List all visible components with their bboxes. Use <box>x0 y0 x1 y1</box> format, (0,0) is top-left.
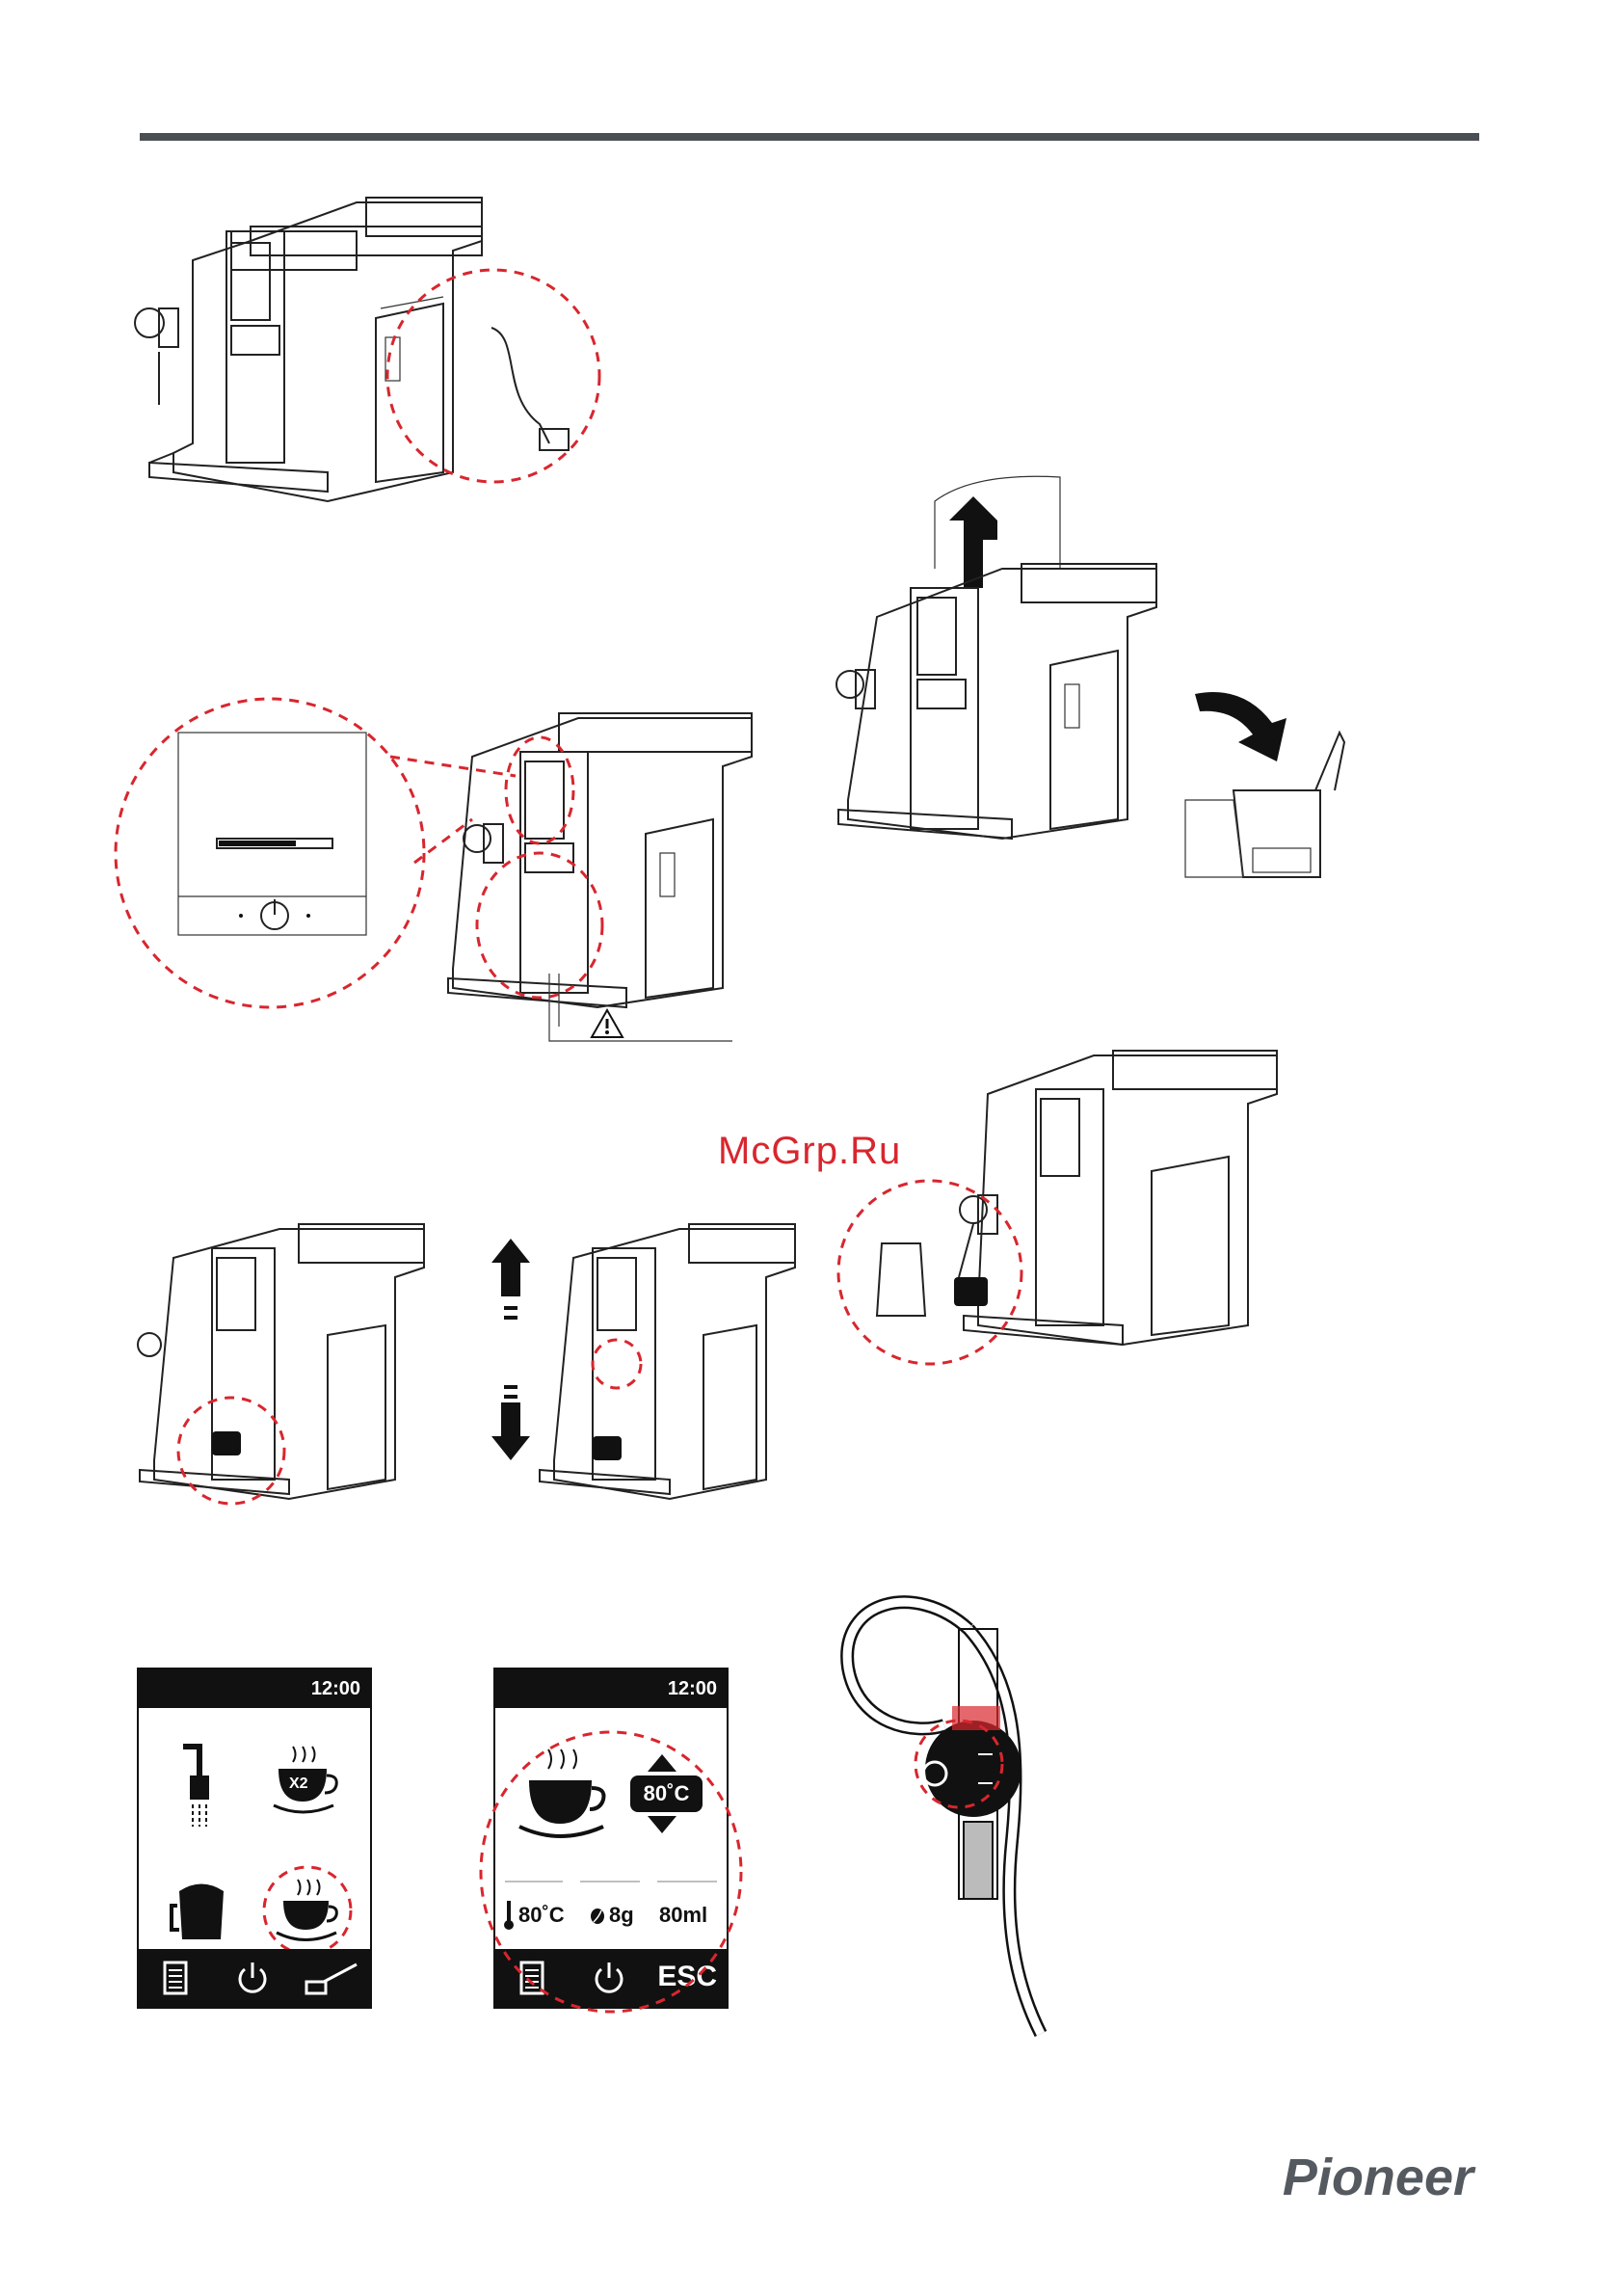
spoon-icon[interactable] <box>303 1962 360 1995</box>
top-rule <box>140 133 1479 141</box>
steam-nozzle-icon[interactable] <box>175 1742 214 1829</box>
display-screen-main-menu: 12:00 X2 <box>137 1668 372 2009</box>
steam-wand-knob-illustration <box>838 1590 1070 2043</box>
steam-milk-illustration <box>834 1036 1296 1383</box>
cup-placement-illustration <box>135 1219 443 1508</box>
machine-power-plug-illustration <box>135 183 636 511</box>
single-cup-icon[interactable] <box>259 1862 356 1959</box>
menu-icon[interactable] <box>163 1961 188 1995</box>
milk-jug-icon[interactable] <box>168 1877 235 1944</box>
water-tank-removal-illustration <box>829 472 1388 896</box>
double-label: X2 <box>289 1775 308 1792</box>
brand-logo: Pioneer <box>1283 2148 1473 2207</box>
clock-time: 12:00 <box>139 1669 370 1708</box>
screen-footer <box>139 1949 370 2007</box>
clock-time: 12:00 <box>495 1669 727 1708</box>
spout-height-illustration <box>477 1219 805 1508</box>
warning-icon <box>590 1008 624 1039</box>
display-screen-drink-settings: 12:00 80˚C 80˚C 8g 80ml ESC <box>493 1668 729 2009</box>
machine-startup-illustration <box>135 699 771 1046</box>
double-cup-icon[interactable]: X2 <box>274 1742 341 1819</box>
watermark-text-holder <box>0 0 1 1</box>
power-icon[interactable] <box>235 1961 270 1995</box>
highlight-ring <box>478 1718 744 2007</box>
